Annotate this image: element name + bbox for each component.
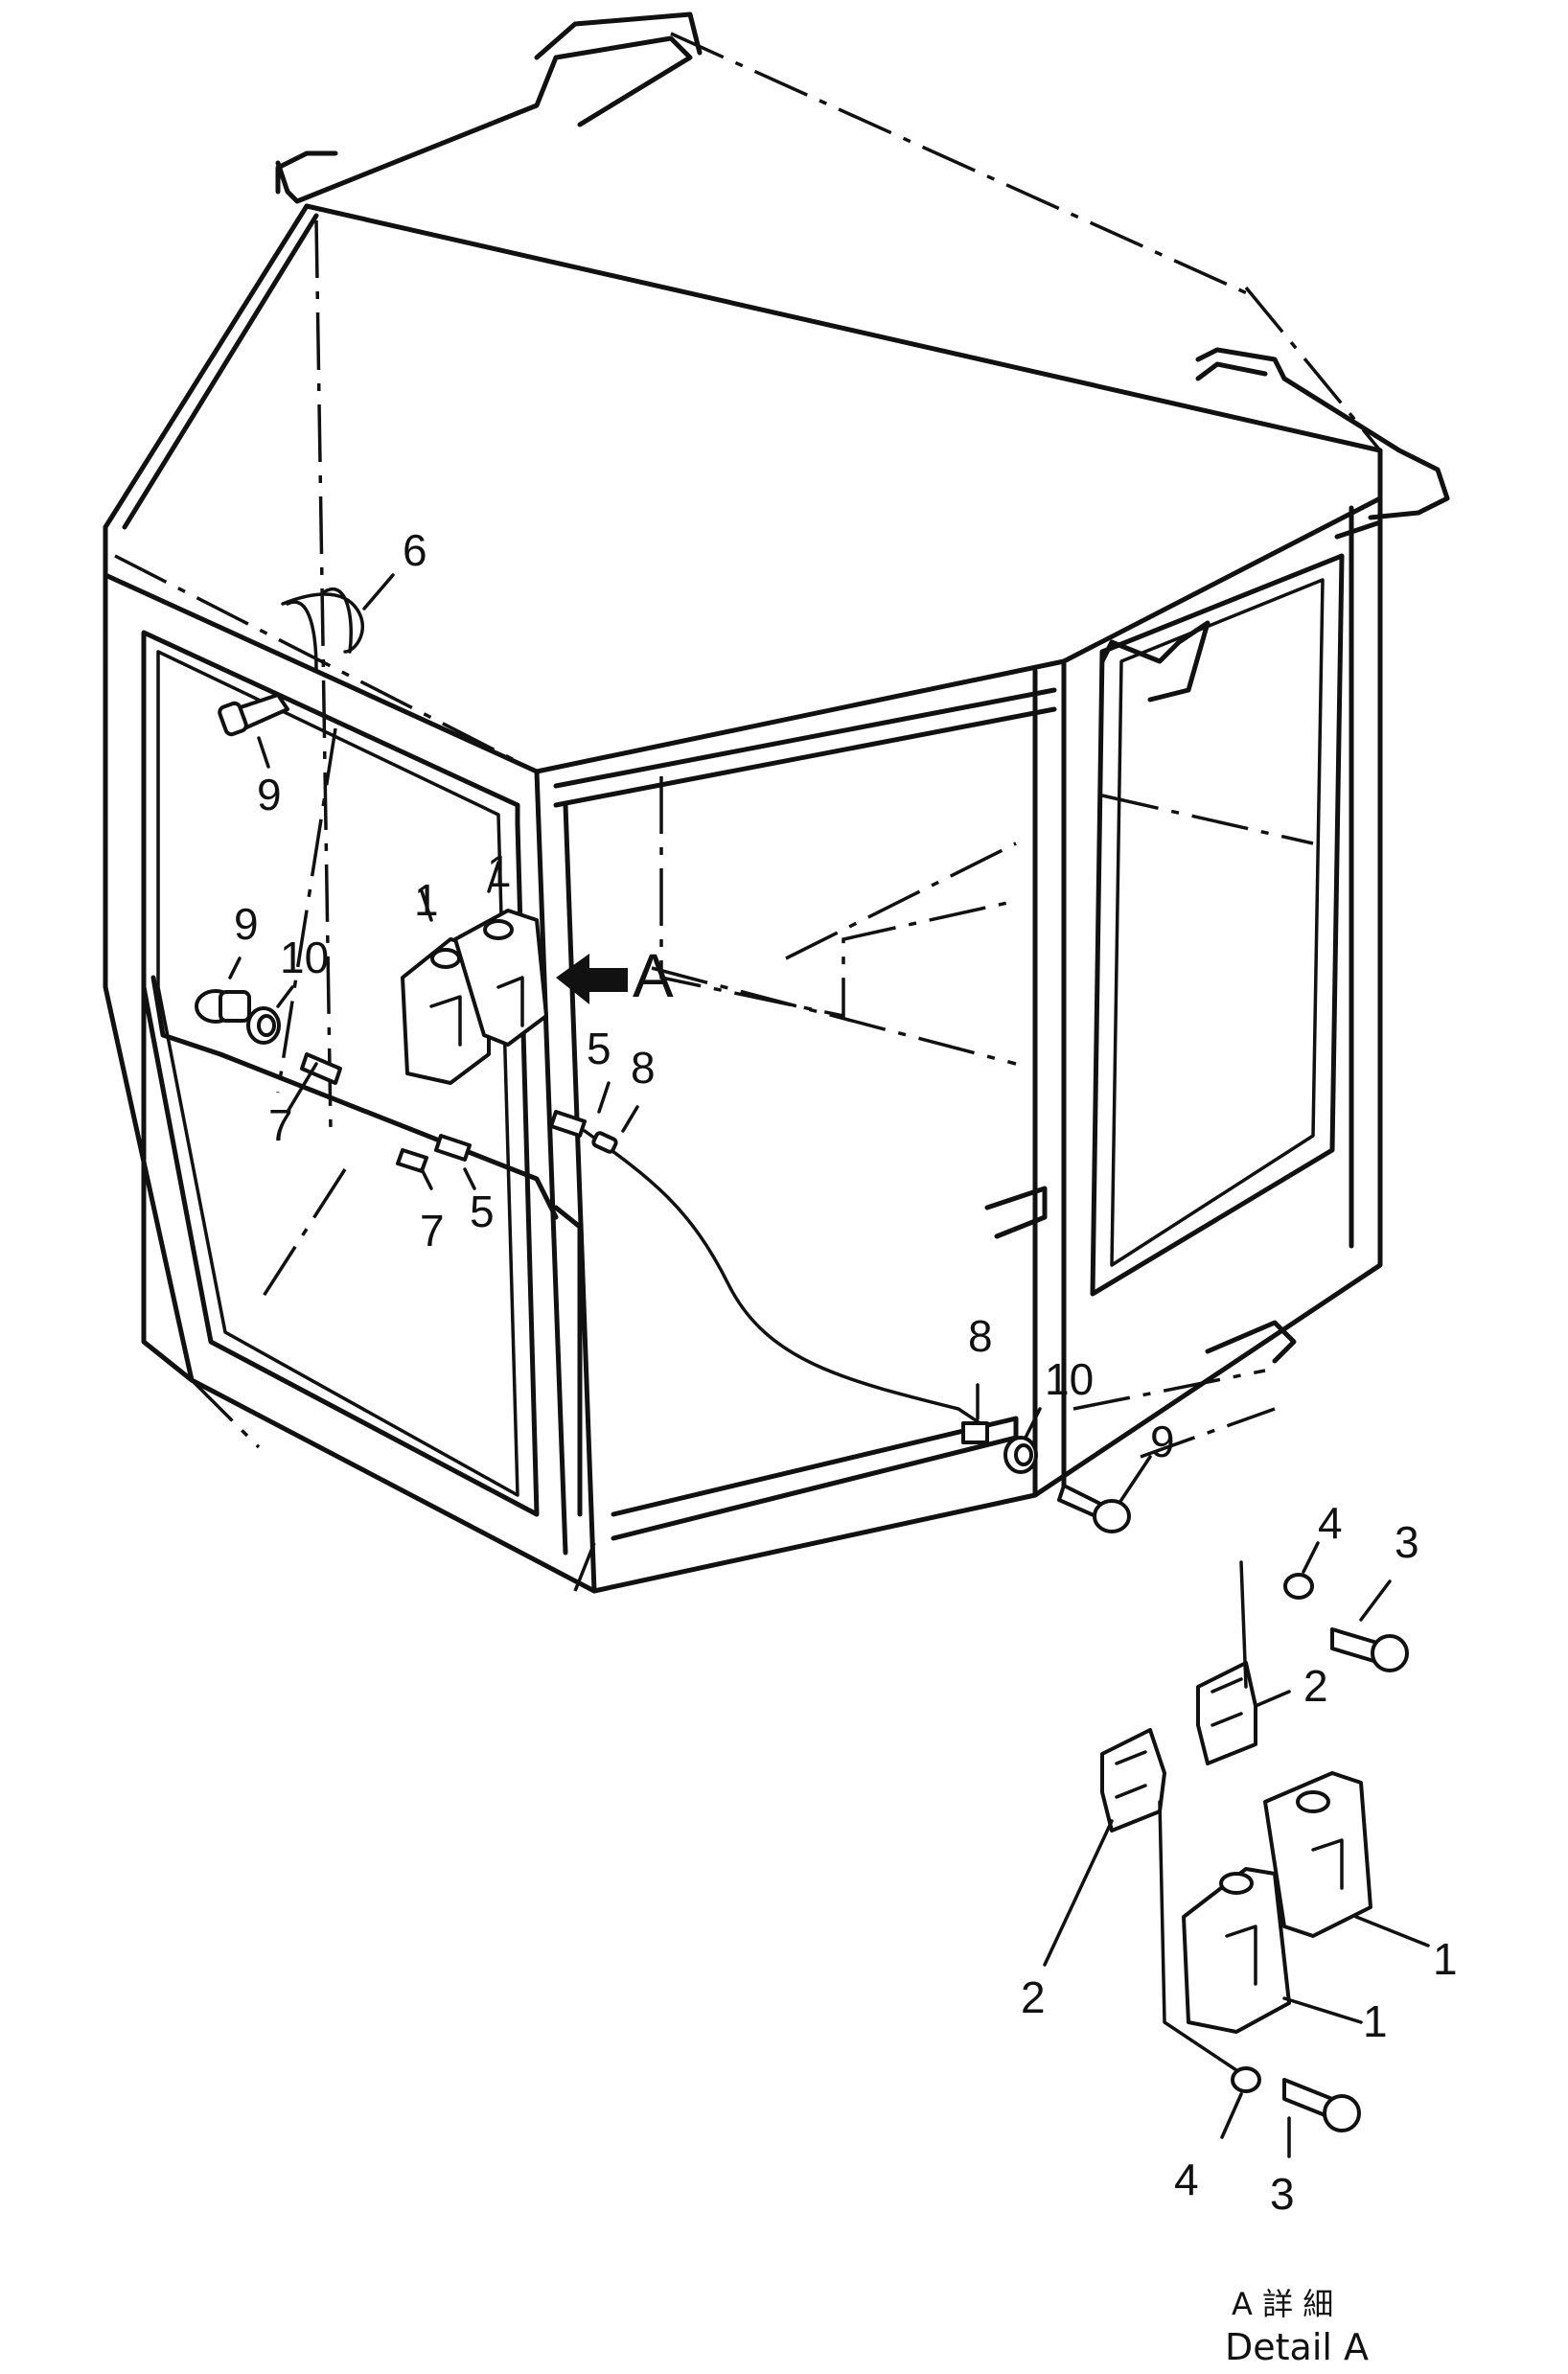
callout-10: 10: [280, 933, 329, 982]
detail-caption-jp: A 詳 細: [1232, 2286, 1333, 2322]
small-parts: [195, 592, 1131, 1533]
callout-5: 5: [587, 1024, 611, 1073]
view-label-a: A: [633, 941, 674, 1010]
callout-9: 9: [257, 770, 282, 819]
washer-tank: [1263, 1771, 1372, 1938]
callout-1: 1: [1433, 1934, 1458, 1984]
callout-4: 4: [1174, 2155, 1199, 2204]
callout-2: 2: [1021, 1972, 1046, 2022]
callout-8: 8: [631, 1043, 656, 1093]
callout-1: 1: [1363, 1996, 1388, 2046]
callout-1: 1: [487, 846, 512, 896]
washer-tank: [1182, 1867, 1291, 2034]
callout-9: 9: [234, 899, 259, 949]
callout-7: 7: [268, 1100, 293, 1150]
view-arrow: [556, 954, 628, 1004]
callout-5: 5: [470, 1187, 495, 1236]
cab-frame: [103, 12, 1450, 1594]
callout-3: 3: [1395, 1517, 1419, 1567]
callout-10: 10: [1045, 1354, 1094, 1404]
callout-labels: 6 9 9 10 1 1 A 5 8 7 7 5 8 10 9: [234, 525, 1175, 1466]
callout-1: 1: [414, 875, 439, 925]
detail-a: [1043, 1541, 1430, 2158]
leader-lines: [228, 573, 1152, 1502]
detail-caption-en: Detail A: [1225, 2326, 1369, 2368]
callout-9: 9: [1150, 1417, 1175, 1466]
callout-3: 3: [1270, 2169, 1295, 2219]
washer-tank-assembly: [401, 909, 548, 1085]
detail-callout-labels: 4 3 2 2 1 1 4 3 A 詳 細 Detail A: [1021, 1498, 1458, 2368]
callout-6: 6: [403, 525, 427, 575]
bracket: [1100, 1728, 1166, 1832]
callout-7: 7: [420, 1206, 445, 1256]
callout-2: 2: [1303, 1661, 1328, 1711]
callout-4: 4: [1318, 1498, 1343, 1548]
callout-8: 8: [968, 1311, 993, 1361]
